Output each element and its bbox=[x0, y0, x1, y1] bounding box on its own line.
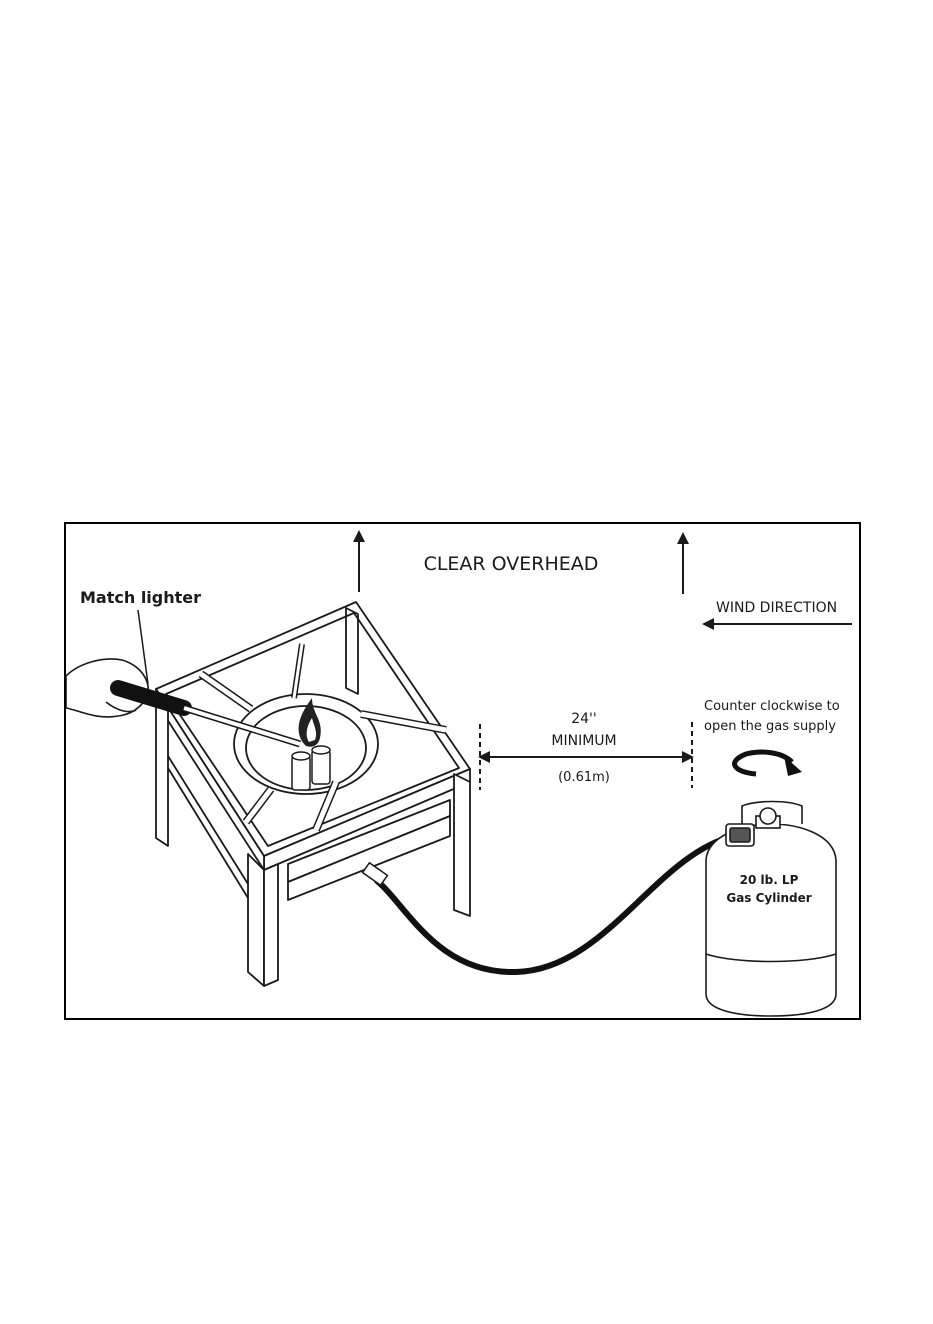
cylinder-label-line1: 20 lb. LP bbox=[740, 873, 799, 887]
clear-overhead-label: CLEAR OVERHEAD bbox=[424, 553, 599, 575]
wind-direction-arrow bbox=[702, 618, 852, 630]
wind-direction-label: WIND DIRECTION bbox=[716, 600, 837, 616]
burner-setup-diagram: CLEAR OVERHEAD Match lighter WIND DIRECT… bbox=[64, 522, 861, 1020]
hose-fitting bbox=[363, 863, 388, 885]
diagram-svg: CLEAR OVERHEAD Match lighter WIND DIRECT… bbox=[66, 524, 863, 1022]
valve-instruction-line2: open the gas supply bbox=[704, 719, 836, 734]
gas-hose bbox=[376, 836, 734, 972]
gas-cylinder-icon bbox=[706, 802, 836, 1017]
distance-inches-label: 24'' bbox=[571, 711, 597, 727]
distance-minimum-label: MINIMUM bbox=[551, 733, 616, 749]
counterclockwise-arrow-icon bbox=[735, 752, 802, 776]
cylinder-label-line2: Gas Cylinder bbox=[726, 891, 811, 905]
distance-metric-label: (0.61m) bbox=[558, 770, 610, 785]
valve-instruction-line1: Counter clockwise to bbox=[704, 699, 840, 714]
match-lighter-label: Match lighter bbox=[80, 588, 201, 607]
